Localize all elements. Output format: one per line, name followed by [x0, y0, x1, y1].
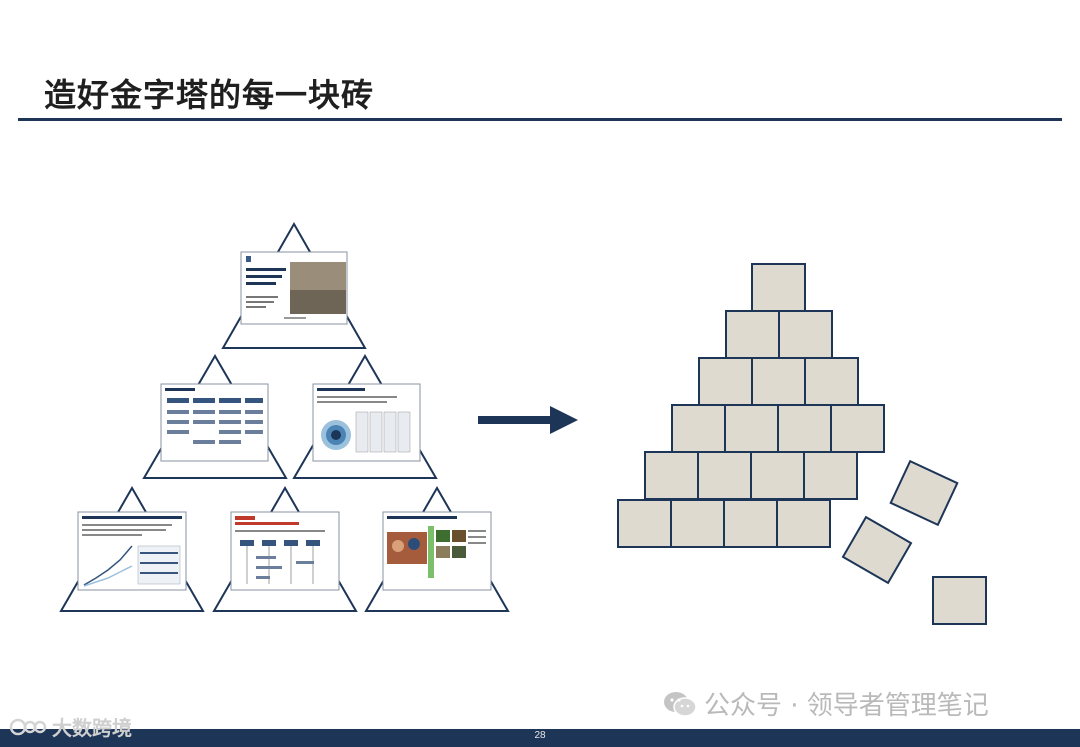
- slide-node-bottom-right: [364, 485, 510, 612]
- wechat-logo-icon: [664, 691, 697, 717]
- corner-watermark-logo-icon: [9, 718, 47, 735]
- wechat-watermark: 公众号 · 领导者管理笔记: [662, 685, 989, 722]
- page-title: 造好金字塔的每一块砖: [44, 76, 375, 114]
- slide-node-bottom-left: [59, 485, 205, 612]
- slide-tree: [59, 221, 510, 612]
- footer-bar: [0, 729, 1080, 747]
- brick-pyramid: [617, 263, 885, 548]
- slide-node-top: [221, 221, 367, 349]
- slide-node-middle-left: [142, 354, 288, 479]
- page-number: 28: [534, 730, 546, 741]
- slide-node-bottom-middle: [212, 485, 358, 612]
- slide-node-middle-right: [292, 354, 438, 479]
- wechat-watermark-text: 公众号 · 领导者管理笔记: [704, 691, 989, 721]
- right-arrow-icon: [478, 406, 578, 434]
- corner-watermark-text: 大数跨境: [52, 716, 132, 740]
- corner-watermark: 大数跨境: [8, 712, 132, 741]
- title-divider: [18, 118, 1062, 121]
- loose-bricks: [841, 459, 987, 625]
